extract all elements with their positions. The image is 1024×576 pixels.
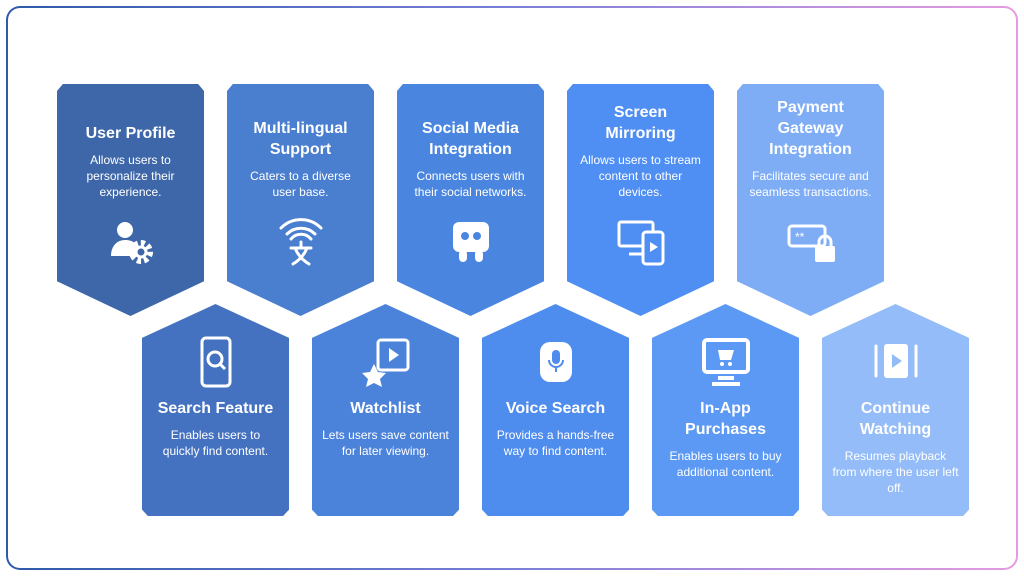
svg-text:**: ** — [795, 230, 805, 244]
secure-payment-icon: ** — [747, 212, 874, 268]
feature-description: Resumes playback from where the user lef… — [832, 449, 959, 495]
feature-description: Connects users with their social network… — [414, 169, 527, 199]
feature-title: Social Media Integration — [422, 120, 519, 158]
star-video-icon — [322, 334, 449, 390]
feature-description: Lets users save content for later viewin… — [322, 428, 449, 458]
feature-title: User Profile — [85, 125, 176, 142]
user-gear-icon — [67, 212, 194, 268]
microphone-icon — [492, 334, 619, 390]
social-icon — [407, 212, 534, 268]
feature-title: Multi-lingual Support — [253, 120, 348, 158]
translate-icon — [237, 212, 364, 268]
monitor-cart-icon — [662, 334, 789, 390]
feature-title: Payment Gateway Integration — [769, 99, 852, 158]
feature-title: Continue Watching — [859, 400, 932, 438]
phone-search-icon — [152, 334, 279, 390]
screen-mirroring-icon — [577, 212, 704, 268]
feature-description: Allows users to stream content to other … — [580, 153, 701, 199]
play-resume-icon — [832, 334, 959, 390]
feature-title: Screen Mirroring — [605, 104, 676, 142]
feature-description: Provides a hands-free way to find conten… — [496, 428, 615, 458]
feature-title: Voice Search — [505, 400, 606, 417]
feature-title: Watchlist — [350, 400, 421, 417]
feature-title: Search Feature — [157, 400, 274, 417]
feature-title: In-App Purchases — [685, 400, 766, 438]
feature-description: Enables users to buy additional content. — [669, 449, 782, 479]
feature-description: Allows users to personalize their experi… — [86, 153, 175, 199]
feature-description: Enables users to quickly find content. — [162, 428, 269, 458]
feature-description: Caters to a diverse user base. — [250, 169, 351, 199]
feature-description: Facilitates secure and seamless transact… — [749, 169, 872, 199]
